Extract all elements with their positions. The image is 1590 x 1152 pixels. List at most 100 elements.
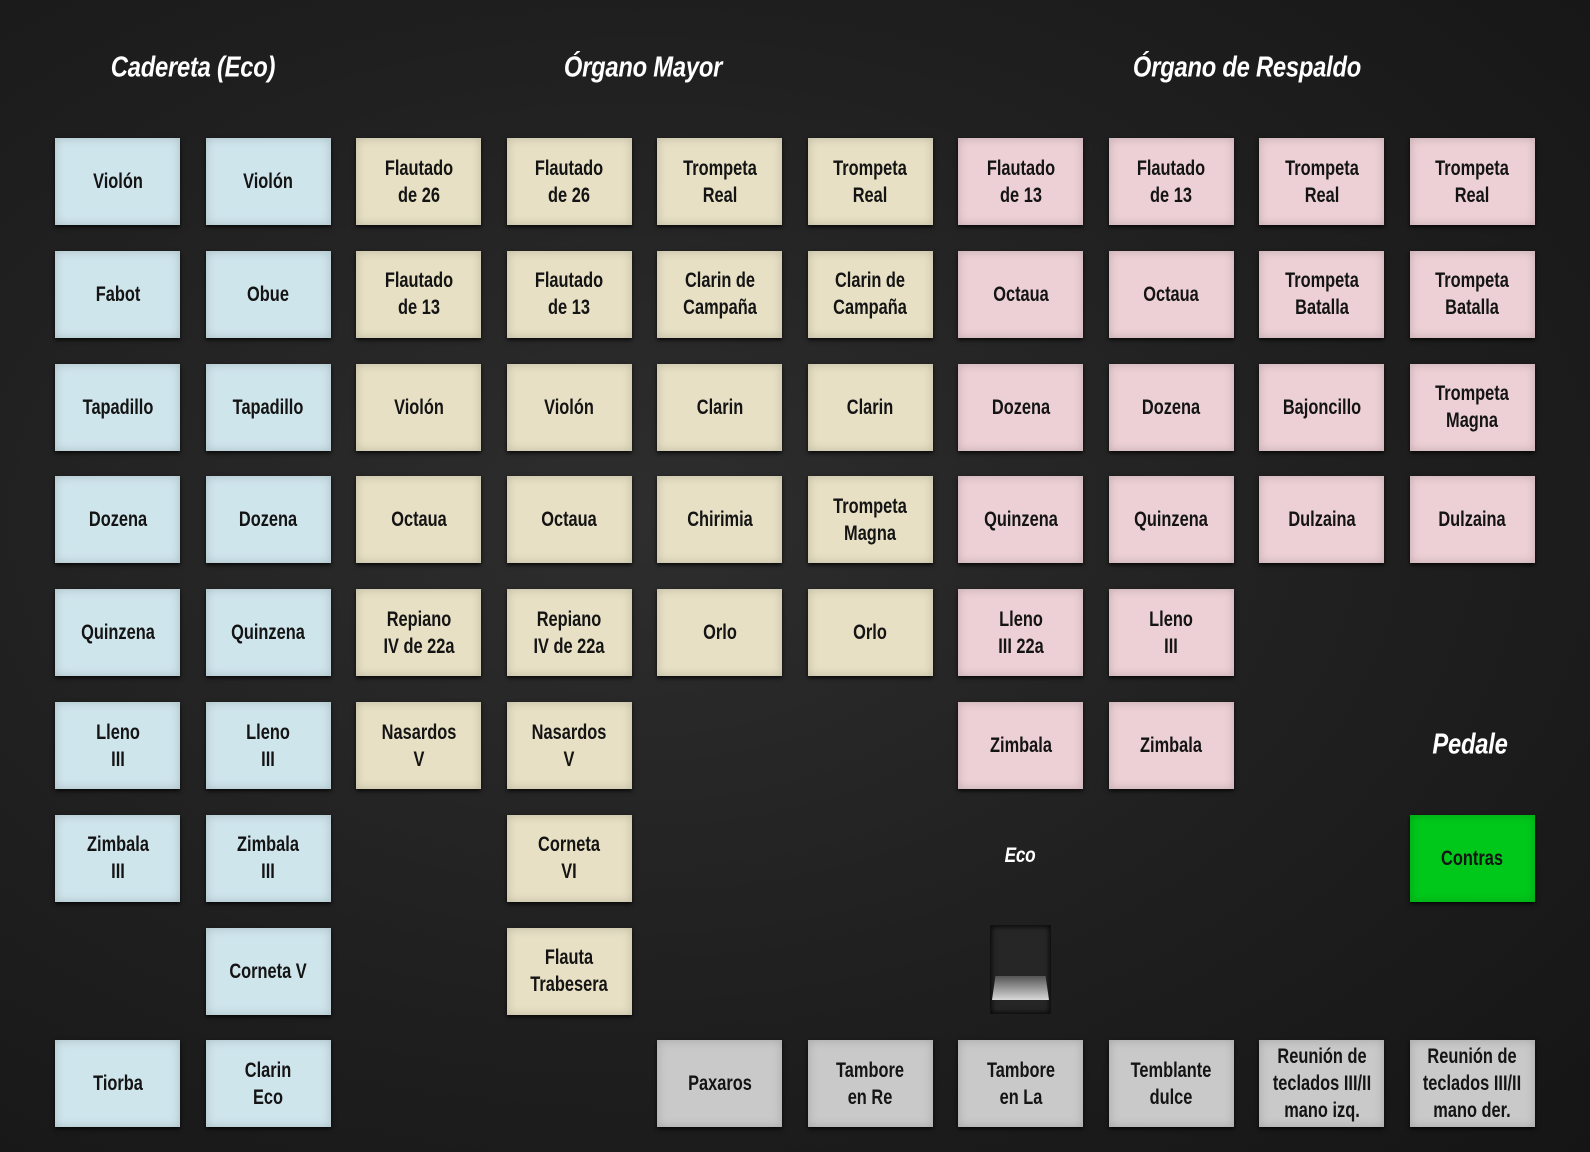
stop-button-quinzena[interactable]: Quinzena [1108,476,1234,564]
stop-button-dozena[interactable]: Dozena [1108,363,1234,451]
stop-button-octaua[interactable]: Octaua [958,250,1083,338]
stop-label: Chirimia [686,508,753,532]
stop-label: Quinzena [983,508,1058,532]
stop-label: Lleno III [95,720,140,771]
stop-label: Lleno III [246,720,290,771]
stop-button-clarin-de-campaña[interactable]: Clarin de Campaña [807,250,933,338]
stop-button-tambore-en-la[interactable]: Tambore en La [958,1040,1083,1128]
stop-label: Octaua [992,282,1049,306]
stop-button-bajoncillo[interactable]: Bajoncillo [1259,363,1384,451]
stop-button-corneta-v[interactable]: Corneta V [205,927,331,1015]
stop-button-tapadillo[interactable]: Tapadillo [55,363,180,451]
stop-button-chirimia[interactable]: Chirimia [657,476,782,564]
stop-button-nasardos-v[interactable]: Nasardos V [506,702,632,789]
stop-button-trompeta-batalla[interactable]: Trompeta Batalla [1259,250,1384,338]
stop-button-zimbala[interactable]: Zimbala [1108,702,1234,789]
stop-button-dozena[interactable]: Dozena [205,476,331,564]
stop-label: Zimbala [1140,734,1202,757]
stop-button-violón[interactable]: Violón [506,363,632,451]
stop-button-lleno-iii[interactable]: Lleno III [1108,589,1234,677]
stop-label: Quinzena [231,621,305,645]
stop-label: Violón [393,395,444,419]
stop-button-trompeta-real[interactable]: Trompeta Real [807,138,933,225]
stop-button-quinzena[interactable]: Quinzena [958,476,1083,564]
stop-button-tiorba[interactable]: Tiorba [55,1040,180,1128]
stop-button-fabot[interactable]: Fabot [55,250,180,338]
stop-label: Lleno III 22a [997,607,1044,658]
stop-button-nasardos-v[interactable]: Nasardos V [356,702,481,789]
stop-label: Flautado de 26 [384,156,453,207]
stop-button-violón[interactable]: Violón [55,138,180,225]
stop-button-trompeta-real[interactable]: Trompeta Real [1409,138,1535,225]
stop-label: Flauta Trabesera [530,946,608,997]
stop-label: Tambore en Re [836,1058,904,1109]
stop-button-reunión-de-teclados-iii/ii-mano-izq[interactable]: Reunión de teclados III/II mano izq. [1259,1040,1384,1128]
stop-button-quinzena[interactable]: Quinzena [205,589,331,677]
stop-button-flautado-de-13[interactable]: Flautado de 13 [958,138,1083,225]
stop-label: Bajoncillo [1282,395,1361,419]
stop-label: Lleno III [1149,607,1193,658]
stop-label: Temblante dulce [1130,1058,1212,1109]
stop-button-obue[interactable]: Obue [205,250,331,338]
stop-button-lleno-iii[interactable]: Lleno III [205,702,331,789]
stop-label: Zimbala [989,734,1052,757]
stop-button-clarin[interactable]: Clarin [807,363,933,451]
stop-button-violón[interactable]: Violón [205,138,331,225]
stop-button-paxaros[interactable]: Paxaros [657,1040,782,1128]
stop-button-dozena[interactable]: Dozena [55,476,180,564]
stop-label: Clarin [696,395,743,419]
stop-button-repiano-iv-de-22a[interactable]: Repiano IV de 22a [506,589,632,677]
stop-label: Clarin [846,395,894,419]
stop-button-tambore-en-re[interactable]: Tambore en Re [807,1040,933,1128]
division-title-organo-mayor: Órgano Mayor [563,51,723,84]
stop-button-octaua[interactable]: Octaua [1108,250,1234,338]
stop-label: Fabot [95,282,140,306]
stop-button-octaua[interactable]: Octaua [506,476,632,564]
stop-label: Dozena [1141,395,1201,419]
stop-button-lleno-iii-22a[interactable]: Lleno III 22a [958,589,1083,677]
stop-button-repiano-iv-de-22a[interactable]: Repiano IV de 22a [356,589,481,677]
stop-button-orlo[interactable]: Orlo [807,589,933,677]
division-title-cadereta: Cadereta (Eco) [110,51,276,84]
stop-button-dozena[interactable]: Dozena [958,363,1083,451]
division-title-respaldo: Órgano de Respaldo [1132,51,1362,84]
stop-button-dulzaina[interactable]: Dulzaina [1259,476,1384,564]
eco-toggle-switch[interactable] [990,925,1051,1014]
stop-button-trompeta-real[interactable]: Trompeta Real [657,138,782,225]
stop-button-flautado-de-26[interactable]: Flautado de 26 [356,138,481,225]
stop-button-quinzena[interactable]: Quinzena [55,589,180,677]
stop-button-contras[interactable]: Contras [1409,814,1535,902]
stop-button-flautado-de-13[interactable]: Flautado de 13 [356,250,481,338]
stop-button-zimbala[interactable]: Zimbala [958,702,1083,789]
stop-label: Tiorba [92,1072,143,1096]
stop-label: Paxaros [687,1072,752,1096]
stop-button-flautado-de-13[interactable]: Flautado de 13 [506,250,632,338]
stop-button-flautado-de-13[interactable]: Flautado de 13 [1108,138,1234,225]
stop-button-orlo[interactable]: Orlo [657,589,782,677]
stop-button-flautado-de-26[interactable]: Flautado de 26 [506,138,632,225]
stop-button-trompeta-magna[interactable]: Trompeta Magna [807,476,933,564]
stop-button-zimbala-iii[interactable]: Zimbala III [205,814,331,902]
stop-button-tapadillo[interactable]: Tapadillo [205,363,331,451]
stop-label: Nasardos V [381,720,456,771]
stop-button-clarin-de-campaña[interactable]: Clarin de Campaña [657,250,782,338]
stop-label: Clarin de Campaña [682,269,757,320]
stop-button-trompeta-batalla[interactable]: Trompeta Batalla [1409,250,1535,338]
stop-button-violón[interactable]: Violón [356,363,481,451]
stop-button-clarin[interactable]: Clarin [657,363,782,451]
stop-button-clarin-eco[interactable]: Clarin Eco [205,1040,331,1128]
stop-button-lleno-iii[interactable]: Lleno III [55,702,180,789]
stop-label: Corneta V [229,959,307,983]
stop-button-trompeta-magna[interactable]: Trompeta Magna [1409,363,1535,451]
stop-button-dulzaina[interactable]: Dulzaina [1409,476,1535,564]
stop-label: Trompeta Real [1284,156,1359,207]
stop-button-trompeta-real[interactable]: Trompeta Real [1259,138,1384,225]
stop-button-temblante-dulce[interactable]: Temblante dulce [1108,1040,1234,1128]
stop-button-corneta-vi[interactable]: Corneta VI [506,814,632,902]
stop-button-zimbala-iii[interactable]: Zimbala III [55,814,180,902]
stop-label: Dozena [238,508,298,532]
stop-button-flauta-trabesera[interactable]: Flauta Trabesera [506,927,632,1015]
division-title-pedale: Pedale [1432,728,1508,761]
stop-button-octaua[interactable]: Octaua [356,476,481,564]
stop-button-reunión-de-teclados-iii/ii-mano-der[interactable]: Reunión de teclados III/II mano der. [1409,1040,1535,1128]
